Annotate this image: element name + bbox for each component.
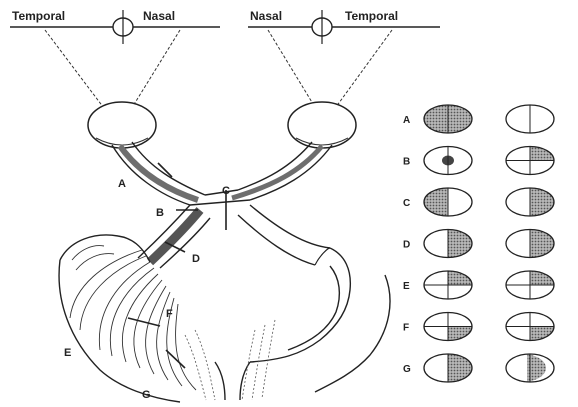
visual-field-row-label: F	[403, 323, 409, 334]
brain-outline	[59, 235, 390, 402]
left-eye	[88, 102, 156, 148]
optic-chiasm-pathway	[112, 142, 332, 268]
pathway-label-b: B	[156, 207, 164, 219]
right-eye-field	[506, 230, 554, 258]
right-nasal-label: Nasal	[250, 9, 282, 23]
pathway-label-d: D	[192, 253, 200, 265]
pathway-label-a: A	[118, 178, 126, 190]
optic-radiations	[70, 246, 196, 390]
field-defect-shading	[448, 354, 472, 382]
visual-field-row-label: A	[403, 115, 410, 126]
visual-field-row-label: E	[403, 281, 410, 292]
right-eye-field	[506, 354, 554, 382]
left-eye-field	[424, 354, 472, 382]
right-eye	[288, 102, 356, 148]
left-eye-field	[424, 188, 472, 216]
left-eye-field	[424, 105, 472, 133]
pathway-label-f: F	[166, 308, 173, 320]
pathway-label-e: E	[64, 347, 71, 359]
left-eye-field-axis: Temporal Nasal	[10, 9, 220, 44]
left-nasal-label: Nasal	[143, 9, 175, 23]
left-eye-field	[424, 271, 472, 299]
visual-field-defects: A B C D E F G	[403, 105, 554, 382]
visual-field-row: F	[403, 313, 554, 341]
right-eye-field	[506, 188, 554, 216]
right-eye-field	[506, 313, 554, 341]
left-eye-field	[424, 230, 472, 258]
pathway-label-c: C	[222, 185, 230, 197]
right-eye-field	[506, 147, 554, 175]
left-temporal-label: Temporal	[12, 9, 65, 23]
right-temporal-label: Temporal	[345, 9, 398, 23]
calcarine-cortex	[185, 320, 275, 400]
visual-field-row: D	[403, 230, 554, 258]
visual-field-row: A	[403, 105, 554, 133]
visual-field-row-label: D	[403, 240, 410, 251]
field-defect-shading	[424, 188, 448, 216]
left-eye-field	[424, 313, 472, 341]
left-eye-field	[424, 147, 472, 175]
field-defect-shading	[448, 230, 472, 258]
visual-field-row: G	[403, 354, 554, 382]
visual-field-row: E	[403, 271, 554, 299]
visual-field-row: C	[403, 188, 554, 216]
right-eye-field	[506, 271, 554, 299]
visual-field-row-label: C	[403, 198, 410, 209]
right-eye-field-axis: Nasal Temporal	[248, 9, 440, 44]
field-defect-shading	[530, 188, 554, 216]
visual-field-row-label: B	[403, 157, 410, 168]
visual-field-row-label: G	[403, 364, 411, 375]
right-eye-field	[506, 105, 554, 133]
pathway-label-g: G	[142, 389, 151, 401]
visual-field-row: B	[403, 147, 554, 175]
field-defect-shading	[530, 230, 554, 258]
